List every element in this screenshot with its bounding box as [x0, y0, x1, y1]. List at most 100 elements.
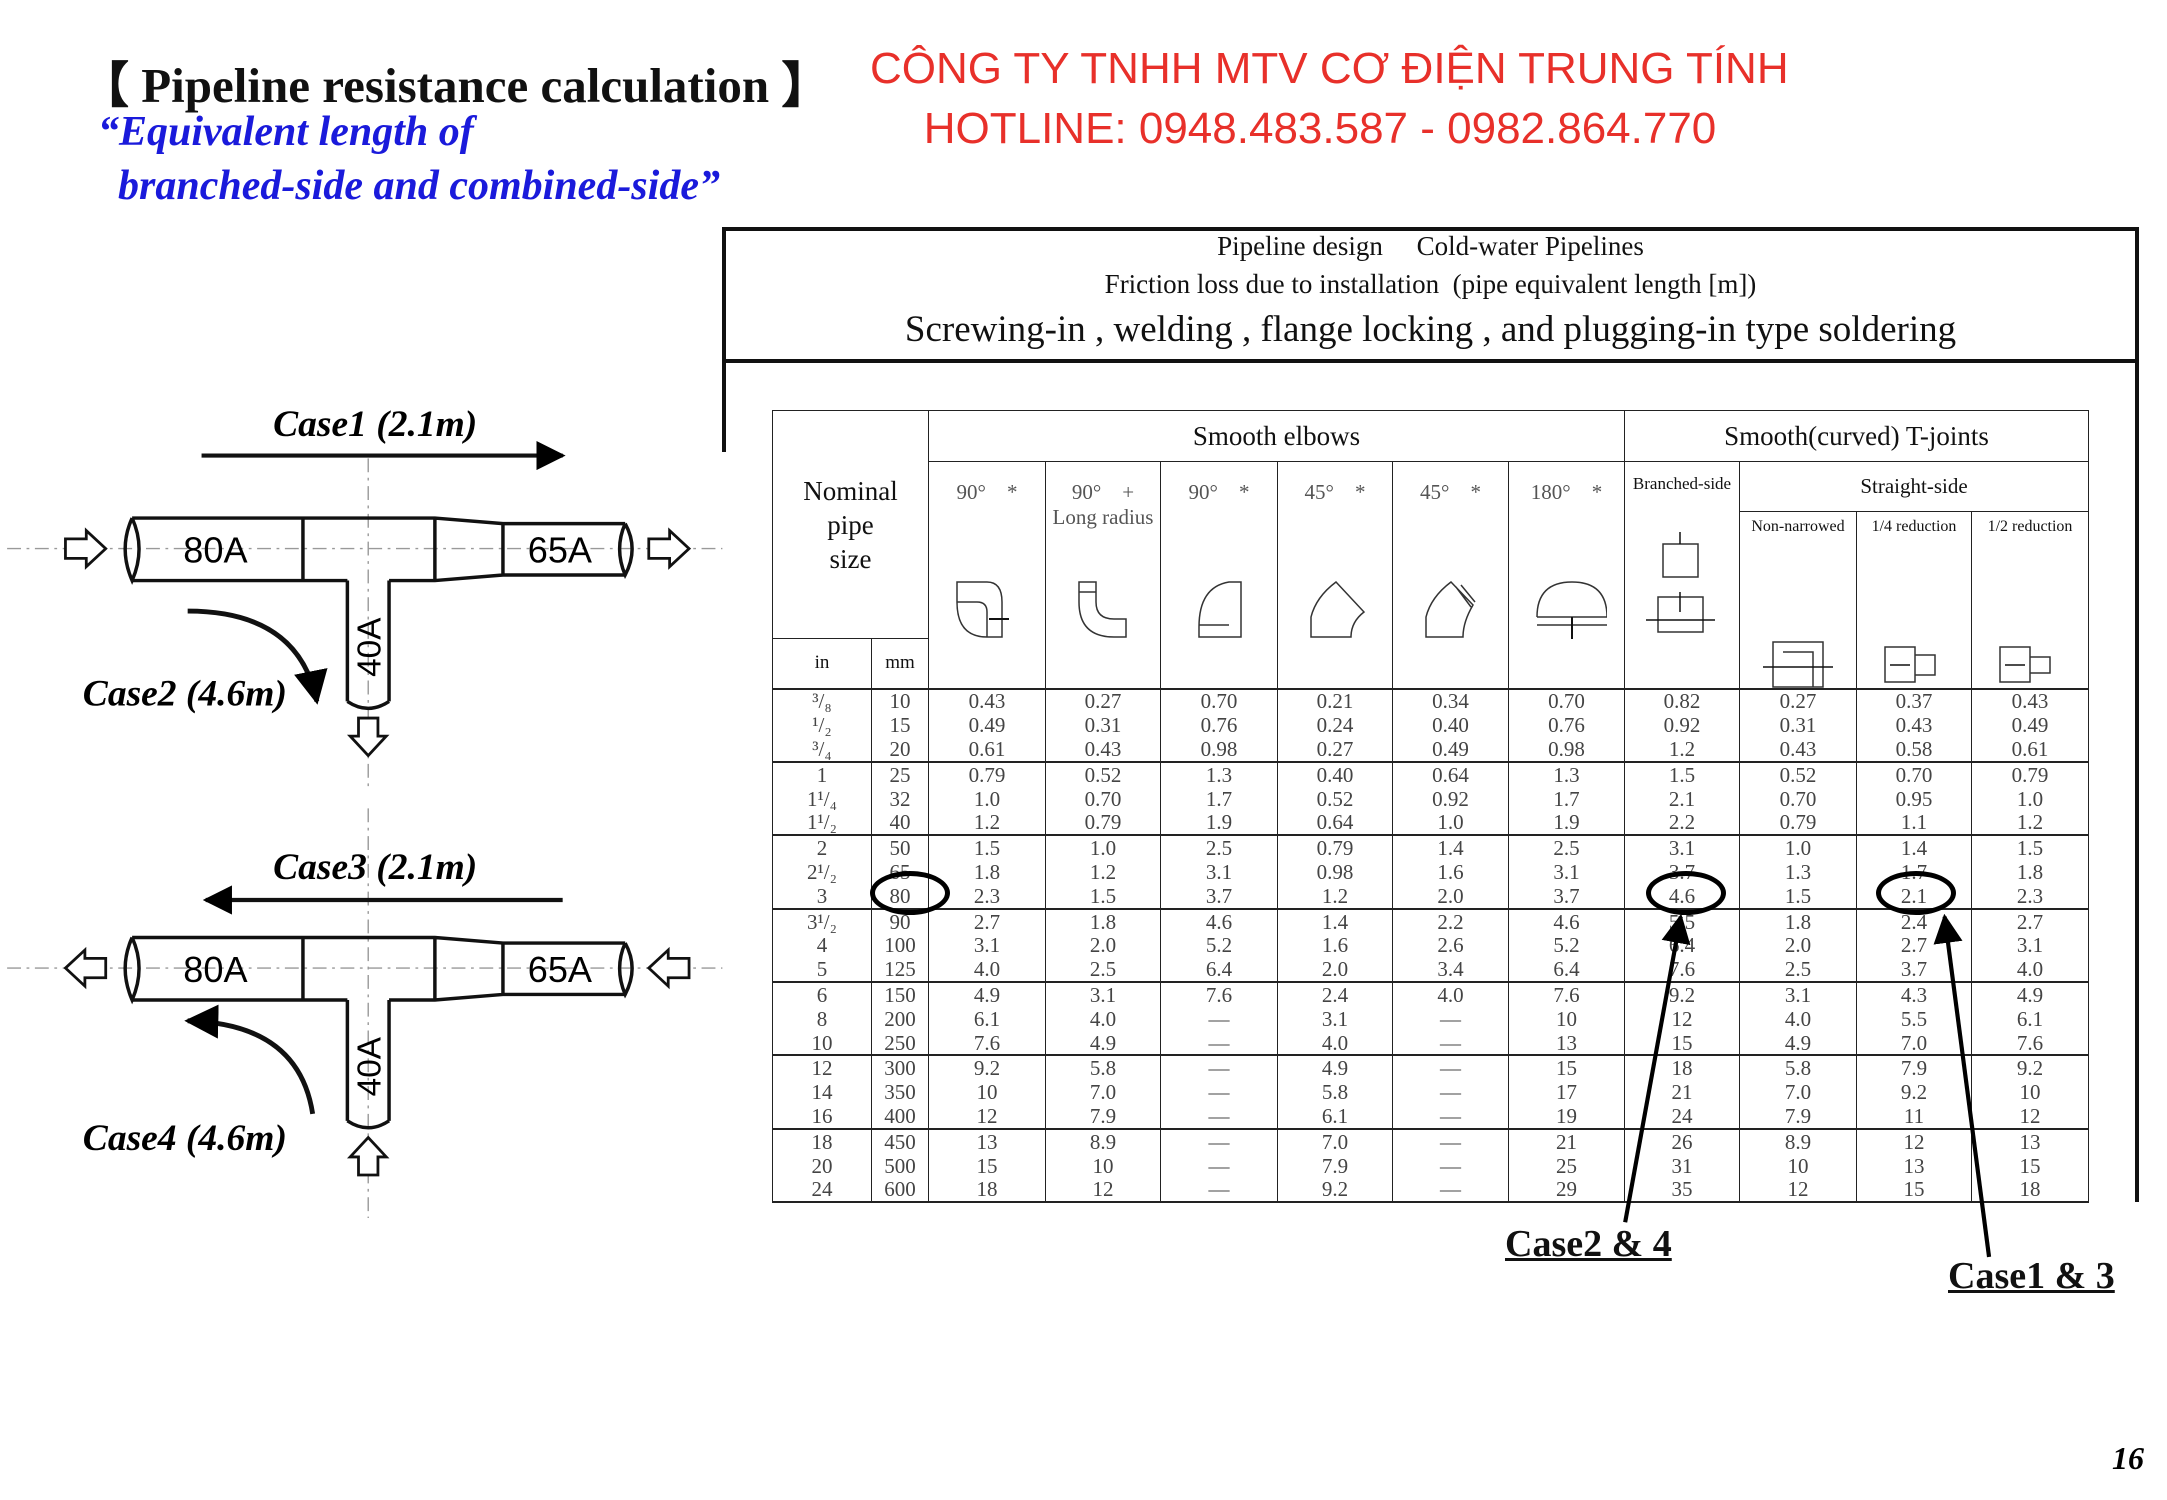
flow-in-left-arrow-icon [646, 946, 691, 990]
equivalent-length-cell: 11 [1856, 1104, 1972, 1129]
equivalent-length-cell: 0.40 [1277, 760, 1393, 787]
equivalent-length-cell: 21 [1624, 1080, 1740, 1105]
frame-left [722, 227, 726, 452]
equivalent-length-cell: 5.8 [1045, 1054, 1161, 1081]
equivalent-length-cell: 3.7 [1160, 883, 1278, 909]
elbow-column-header: 45° * [1392, 461, 1509, 689]
equivalent-length-cell: 3.1 [1508, 860, 1625, 884]
size-mm: 250 [871, 1030, 929, 1056]
equivalent-length-cell: 4.9 [1045, 1030, 1161, 1056]
equivalent-length-cell: 15 [1856, 1177, 1972, 1204]
equivalent-length-cell: 7.0 [1856, 1030, 1972, 1056]
equivalent-length-cell: 4.9 [1739, 1030, 1857, 1056]
equivalent-length-cell: 0.49 [928, 713, 1046, 738]
equivalent-length-cell: 1.3 [1160, 760, 1278, 787]
t-branched-side-icon [1646, 532, 1715, 633]
equivalent-length-cell: 7.6 [928, 1030, 1046, 1056]
equivalent-length-cell: 29 [1508, 1177, 1625, 1204]
equivalent-length-cell: 4.9 [928, 981, 1046, 1007]
equivalent-length-cell: 7.6 [1508, 981, 1625, 1007]
equivalent-length-cell: 0.70 [1856, 760, 1972, 787]
label-40a: 40A [352, 1036, 389, 1096]
subtitle-line-1: “Equivalent length of [98, 109, 474, 155]
equivalent-length-cell: 1.0 [1045, 834, 1161, 861]
size-mm: 100 [871, 933, 929, 958]
equivalent-length-cell: 15 [1508, 1054, 1625, 1081]
equivalent-length-cell: 12 [1971, 1104, 2089, 1129]
elbow-column-header: 90° * [928, 461, 1046, 689]
case2-flow-arrow [187, 608, 328, 705]
equivalent-length-cell: 7.0 [1739, 1080, 1857, 1105]
size-mm: 150 [871, 981, 929, 1007]
equivalent-length-cell: 9.2 [928, 1054, 1046, 1081]
size-mm: 50 [871, 834, 929, 861]
equivalent-length-cell: 1.8 [928, 860, 1046, 884]
equivalent-length-cell: 9.2 [1971, 1054, 2089, 1081]
equivalent-length-cell: 1.0 [1739, 834, 1857, 861]
equivalent-length-cell: 0.52 [1045, 760, 1161, 787]
equivalent-length-cell: 0.98 [1277, 860, 1393, 884]
equivalent-length-cell: 0.21 [1277, 687, 1393, 714]
equivalent-length-cell: 7.9 [1277, 1153, 1393, 1178]
equivalent-length-cell: 4.0 [1392, 981, 1509, 1007]
equivalent-length-cell: 0.79 [1045, 810, 1161, 836]
size-mm: 15 [871, 713, 929, 738]
equivalent-length-cell: 0.76 [1508, 713, 1625, 738]
nominal-size-header: Nominal pipe size [772, 410, 929, 639]
label-80a: 80A [183, 949, 248, 990]
company-name: CÔNG TY TNHH MTV CƠ ĐIỆN TRUNG TÍNH [870, 44, 1789, 93]
frame-right [2135, 227, 2139, 1202]
equivalent-length-cell: 1.9 [1508, 810, 1625, 836]
equivalent-length-cell: 8.9 [1739, 1127, 1857, 1154]
equivalent-length-cell: 25 [1508, 1153, 1625, 1178]
straight-side-subheader: 1/4 reduction [1856, 511, 1972, 689]
equivalent-length-cell: 7.6 [1624, 957, 1740, 983]
equivalent-length-cell: 1.5 [1739, 883, 1857, 909]
equivalent-length-cell: 7.6 [1971, 1030, 2089, 1056]
equivalent-length-cell: 19 [1508, 1104, 1625, 1129]
elbow-column-header: 90° + Long radius [1045, 461, 1161, 689]
equivalent-length-cell: — [1160, 1006, 1278, 1031]
equivalent-length-cell: 15 [1624, 1030, 1740, 1056]
equivalent-length-cell: 1.5 [1624, 760, 1740, 787]
size-mm: 125 [871, 957, 929, 983]
equivalent-length-cell: 0.98 [1508, 737, 1625, 762]
equivalent-length-cell: — [1392, 1104, 1509, 1129]
size-mm: 350 [871, 1080, 929, 1105]
elbow-type-label: 45° * [1420, 480, 1481, 504]
equivalent-length-cell: 1.3 [1739, 860, 1857, 884]
caption-line-3: Screwing-in , welding , flange locking ,… [904, 309, 1957, 350]
equivalent-length-cell: 1.4 [1277, 907, 1393, 934]
equivalent-length-cell: 4.0 [1045, 1006, 1161, 1031]
equivalent-length-cell: 9.2 [1624, 981, 1740, 1007]
equivalent-length-cell: 7.9 [1045, 1104, 1161, 1129]
equivalent-length-cell: 3.4 [1392, 957, 1509, 983]
straight-side-sub-label: 1/2 reduction [1987, 518, 2073, 535]
case13-pointer-arrow [1933, 913, 1992, 1258]
equivalent-length-cell: 1.7 [1160, 786, 1278, 811]
t-half-reduction-icon [1999, 646, 2051, 683]
page-title: 【 Pipeline resistance calculation 】 [80, 58, 831, 113]
equivalent-length-cell: 0.70 [1508, 687, 1625, 714]
equivalent-length-cell: 13 [1856, 1153, 1972, 1178]
elbow-90-icon [956, 581, 1009, 638]
highlight-circle-80mm [870, 871, 950, 915]
size-in: 1¹/₂ [772, 810, 872, 836]
equivalent-length-cell: 10 [1739, 1153, 1857, 1178]
equivalent-length-cell: — [1392, 1127, 1509, 1154]
diagram-case1-case2: 80A 65A 40A Case1 (2.1m) Case2 (4.6m) [7, 404, 723, 792]
equivalent-length-cell: — [1160, 1080, 1278, 1105]
equivalent-length-cell: 5.5 [1856, 1006, 1972, 1031]
equivalent-length-cell: — [1160, 1177, 1278, 1204]
equivalent-length-cell: 6.1 [1277, 1104, 1393, 1129]
equivalent-length-cell: 4.0 [1277, 1030, 1393, 1056]
diagram-case3-case4: 80A 65A 40A Case3 (2.1m) Case4 (4.6m) [7, 808, 723, 1219]
equivalent-length-cell: 1.2 [1971, 810, 2089, 836]
equivalent-length-cell: 5.2 [1160, 933, 1278, 958]
